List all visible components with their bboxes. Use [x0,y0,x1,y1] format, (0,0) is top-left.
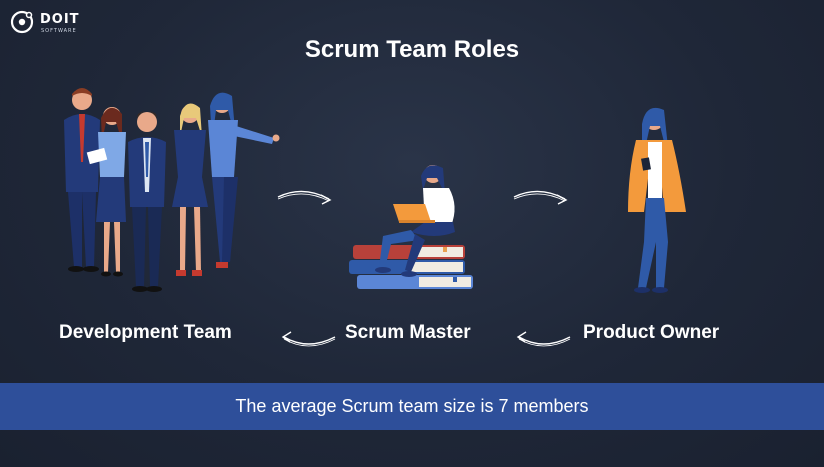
arrow-left-icon [281,331,336,347]
scrum-master-figure [375,165,455,277]
page-title: Scrum Team Roles [304,36,520,63]
role-label-product-owner: Product Owner [583,322,720,343]
logo-mark-icon [10,10,34,34]
logo-subtitle: SOFTWARE [41,28,77,34]
developer-figure [86,107,126,277]
scrum-master-illustration [349,165,473,289]
role-label-development-team: Development Team [59,322,232,343]
developer-figure [128,111,166,292]
development-team-illustration [64,88,280,292]
logo-name: DOIT [40,12,80,27]
logo: DOIT SOFTWARE [10,8,120,38]
product-owner-figure [628,107,686,293]
team-size-banner: The average Scrum team size is 7 members [0,383,824,430]
role-label-scrum-master: Scrum Master [345,322,471,343]
arrow-left-icon [516,331,571,347]
developer-figure [172,103,208,276]
arrow-right-icon [513,190,568,205]
product-owner-illustration [628,107,686,293]
arrow-right-icon [277,190,332,205]
developer-figure [208,92,280,268]
developer-figure [64,88,100,272]
